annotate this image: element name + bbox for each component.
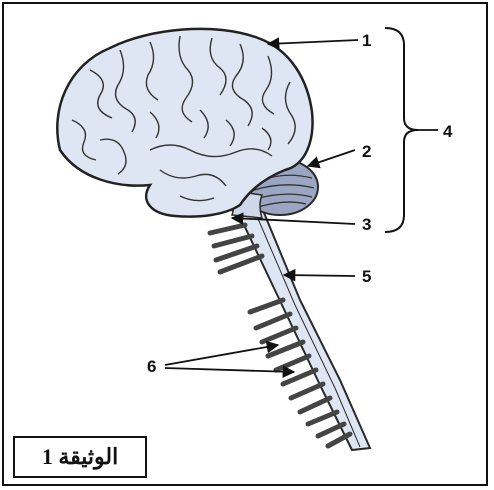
label-3: 3 [362, 215, 371, 234]
label-4: 4 [443, 122, 453, 141]
document-caption: الوثيقة 1 [42, 444, 118, 470]
label-1: 1 [362, 31, 371, 50]
label-6: 6 [147, 357, 156, 376]
label-2: 2 [362, 142, 371, 161]
bracket-4 [385, 28, 418, 232]
label-5: 5 [362, 267, 371, 286]
document-caption-box: الوثيقة 1 [13, 436, 147, 478]
